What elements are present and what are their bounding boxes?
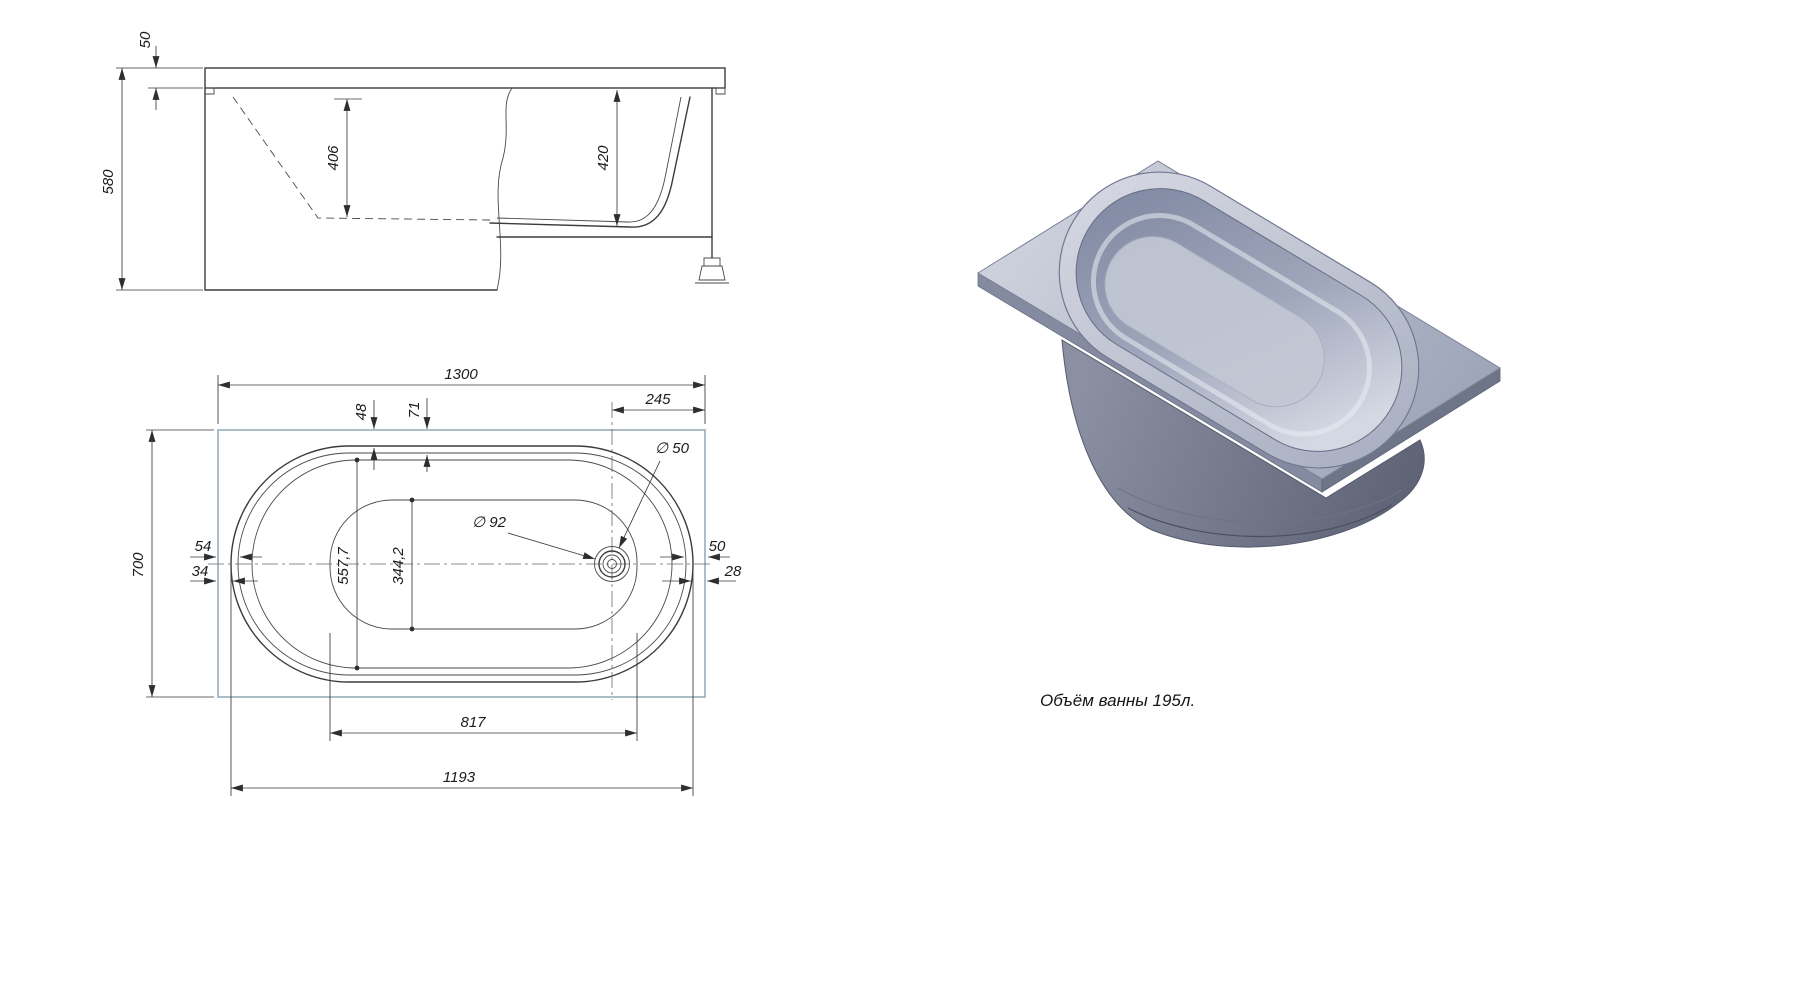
dim-label-bottom-width: 344,2 — [390, 547, 407, 585]
rim-section — [204, 67, 726, 89]
dim-width-700: 700 — [130, 429, 214, 698]
dim-label-offset-34: 34 — [192, 563, 209, 580]
dim-label-width: 700 — [130, 552, 147, 578]
volume-note: Объём ванны 195л. — [1040, 691, 1195, 710]
dim-rim-50: 50 — [116, 31, 203, 110]
bowl-group — [1058, 171, 1420, 469]
dim-inner-width-5577: 557,7 — [335, 457, 360, 671]
dim-label-depth: 420 — [595, 145, 612, 171]
dim-label-offset-50: 50 — [709, 538, 726, 555]
drain-circle — [602, 554, 622, 574]
tub-skirt-body — [1061, 339, 1425, 548]
drain-circles — [594, 546, 630, 582]
dim-label-offset-71: 71 — [406, 402, 423, 419]
drain-circle-inner — [607, 559, 617, 569]
dim-label-rim-thickness: 50 — [137, 31, 154, 48]
drain-circle-outer — [594, 546, 630, 582]
extension-lines — [329, 633, 638, 741]
front-view: 50 580 406 420 — [100, 31, 729, 291]
dim-drain-offset-245: 245 — [612, 391, 705, 414]
dim-offset-34: 34 — [190, 563, 258, 585]
plan-view: 1300 245 71 48 ∅ 50 ∅ 92 54 — [130, 366, 742, 796]
skirt-step-line — [1117, 487, 1403, 523]
deck-outline — [217, 429, 706, 698]
dim-label-offset-54: 54 — [195, 538, 212, 555]
dim-bottom-width-3442: 344,2 — [390, 497, 415, 632]
dim-dot — [409, 626, 415, 632]
dim-rim-length-1193: 1193 — [230, 572, 694, 796]
rim-end-lips — [204, 87, 726, 95]
adjustable-foot — [695, 257, 729, 284]
apron-panel-outline — [204, 87, 498, 291]
dim-length-1300: 1300 — [217, 366, 706, 424]
leader-line — [507, 532, 596, 560]
dim-label-offset-28: 28 — [724, 563, 742, 580]
dim-label-drain-diameter: ∅ 50 — [655, 440, 690, 457]
extension-lines — [146, 429, 214, 698]
dim-bottom-length-817: 817 — [329, 633, 638, 741]
dim-label-height: 580 — [100, 169, 117, 195]
skirt-base-line — [1127, 504, 1393, 537]
dim-offset-28: 28 — [662, 563, 742, 585]
dim-dot — [354, 665, 360, 671]
hidden-bowl-profile — [232, 96, 491, 221]
dim-label-inner-depth: 406 — [325, 145, 342, 171]
dim-offset-54: 54 — [190, 538, 262, 561]
dim-depth-420: 420 — [595, 90, 621, 226]
bowl-shell-outer — [489, 96, 691, 228]
dim-drain-diameter: ∅ 50 — [618, 440, 690, 549]
dim-dot — [409, 497, 415, 503]
bowl-bottom-surface — [1104, 236, 1325, 408]
dim-label-drain-offset: 245 — [644, 391, 671, 408]
drain-circle — [598, 550, 626, 578]
iso-view — [977, 160, 1501, 548]
dim-inner-depth-406: 406 — [325, 98, 362, 217]
dim-label-overflow-diameter: ∅ 92 — [472, 514, 507, 531]
dim-label-rim-length: 1193 — [443, 769, 476, 786]
bowl-highlight — [1090, 213, 1372, 437]
dim-offset-71: 71 — [406, 398, 431, 472]
panel-break-line — [496, 87, 513, 291]
leader-line — [618, 460, 661, 549]
dim-label-inner-width: 557,7 — [335, 547, 352, 585]
dim-label-offset-48: 48 — [353, 403, 370, 420]
dim-height-580: 580 — [100, 68, 203, 291]
dim-overflow-diameter: ∅ 92 — [472, 514, 596, 560]
extension-lines — [230, 572, 694, 796]
extension-lines — [116, 67, 203, 89]
dim-offset-48: 48 — [353, 400, 378, 470]
dim-offset-50-right: 50 — [660, 538, 730, 561]
dim-label-length: 1300 — [444, 366, 478, 383]
bowl-shell-inner — [496, 96, 682, 223]
bowl-bottom-outline — [329, 499, 638, 630]
dim-label-bottom-length: 817 — [460, 714, 486, 731]
dim-dot — [354, 457, 360, 463]
